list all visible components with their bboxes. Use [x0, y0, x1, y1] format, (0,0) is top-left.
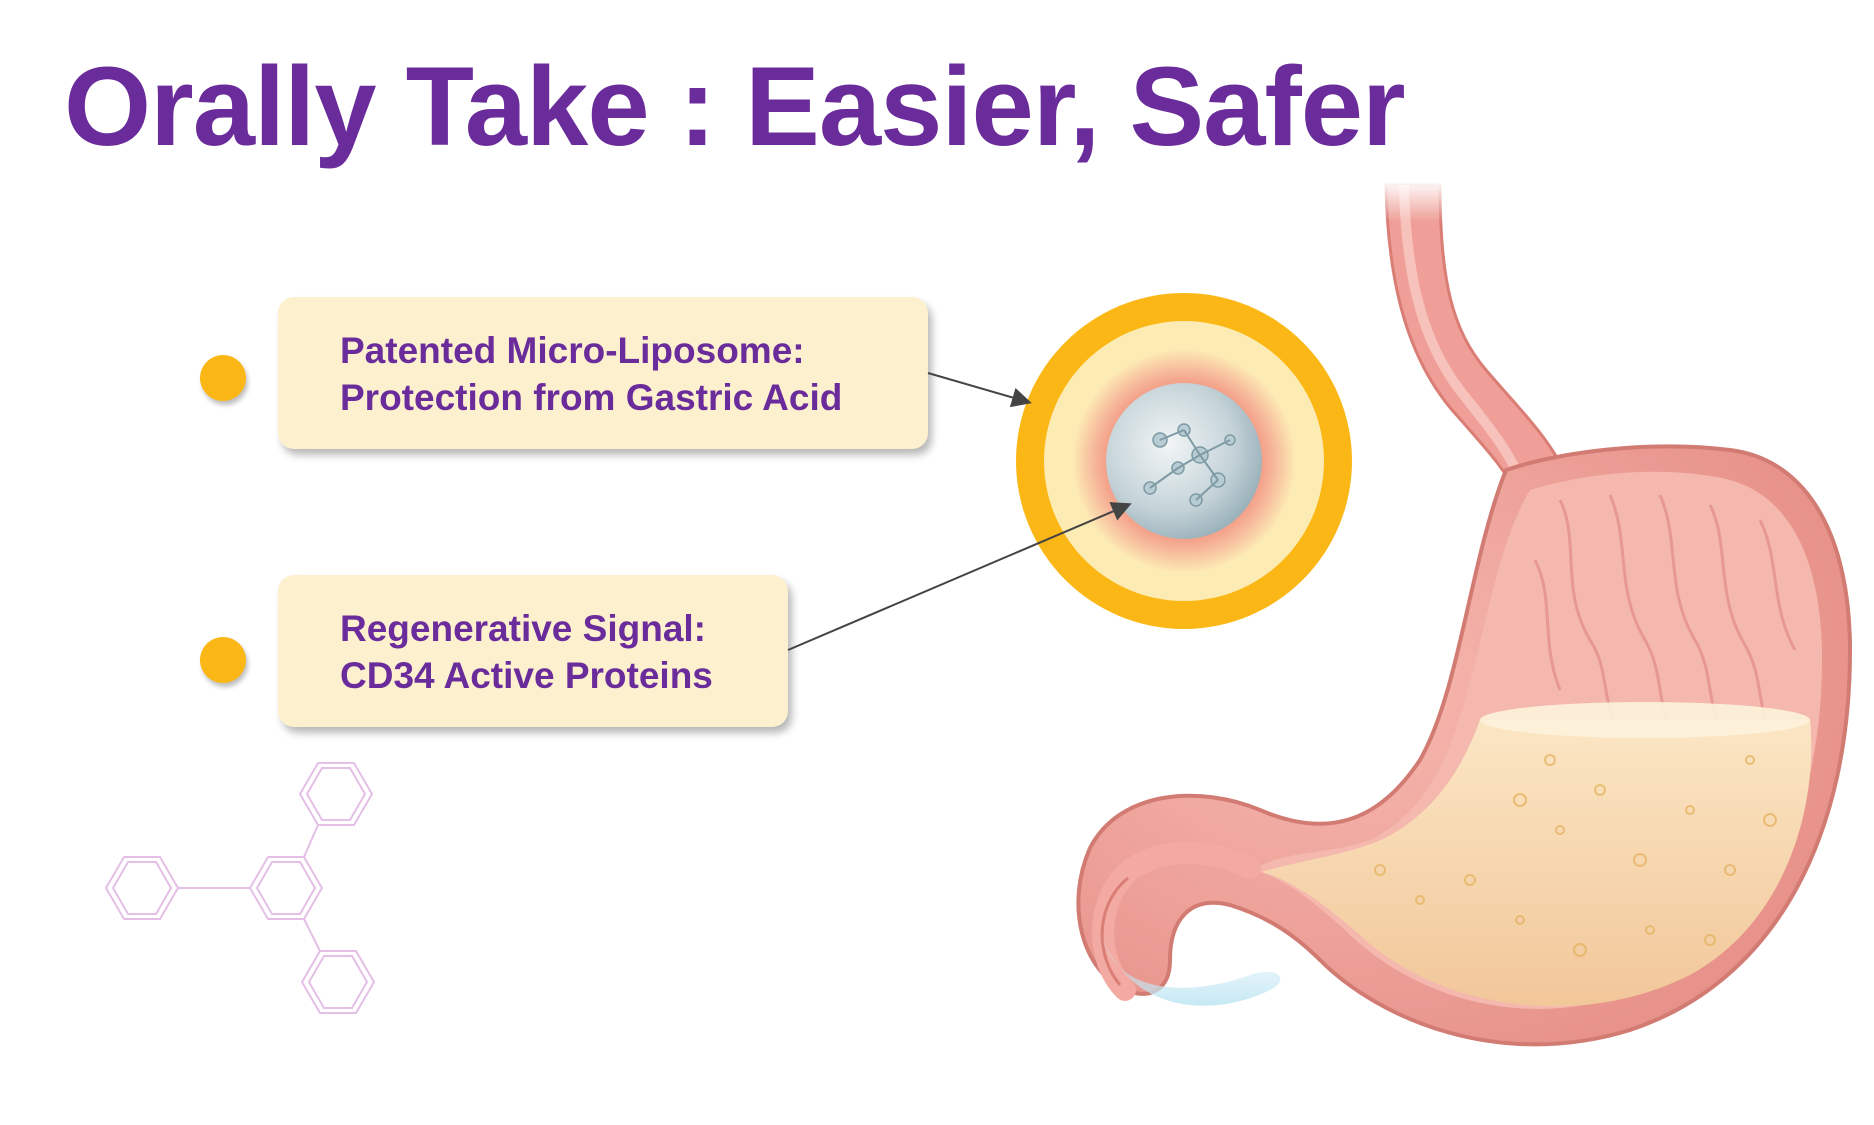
- arrow-to-liposome-shell: [927, 372, 1032, 408]
- molecule-icon: [104, 762, 376, 1014]
- callout-signal-line-2: CD34 Active Proteins: [340, 655, 713, 696]
- callout-signal: Regenerative Signal: CD34 Active Protein…: [278, 575, 788, 727]
- callout-signal-line-1: Regenerative Signal:: [340, 608, 707, 649]
- liposome-icon: [1016, 293, 1352, 629]
- slide-title: Orally Take : Easier, Safer: [64, 44, 1406, 169]
- callout-liposome: Patented Micro-Liposome: Protection from…: [278, 297, 928, 449]
- arrow-to-liposome-core: [787, 502, 1132, 651]
- stomach-illustration: [1076, 180, 1853, 1047]
- callout-liposome-line-2: Protection from Gastric Acid: [340, 377, 843, 418]
- bullet-dot-icon: [200, 355, 246, 401]
- bullet-dot-icon: [200, 637, 246, 683]
- callout-liposome-line-1: Patented Micro-Liposome:: [340, 330, 805, 371]
